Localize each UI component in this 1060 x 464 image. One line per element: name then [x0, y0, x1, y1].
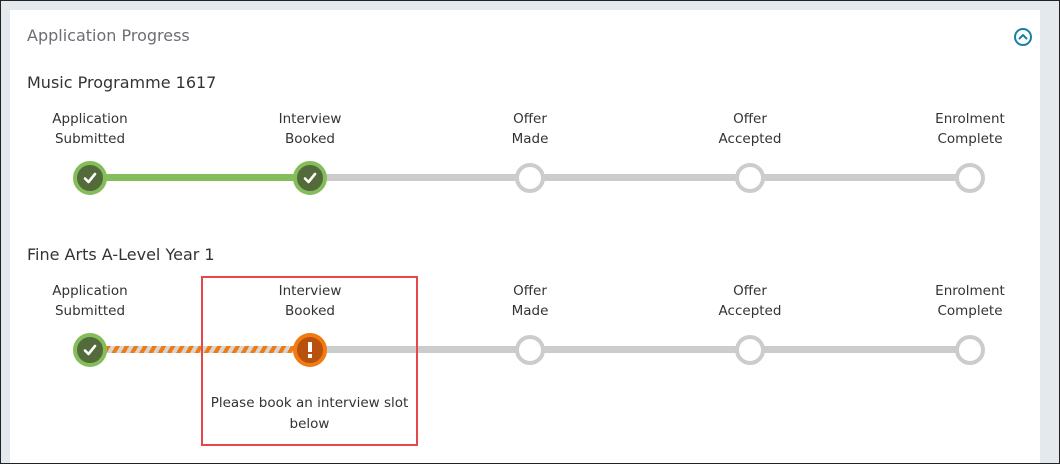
step-label: Interview Booked	[278, 283, 342, 319]
step-node-pending	[735, 163, 765, 193]
progress-line-complete	[90, 174, 310, 181]
step-label: Interview Booked	[278, 111, 342, 147]
programme-title: Fine Arts A-Level Year 1	[27, 245, 215, 264]
step-application-submitted: Application Submitted	[20, 281, 160, 321]
collapse-button[interactable]	[1013, 27, 1033, 47]
step-label: Offer Made	[511, 111, 549, 147]
step-label: Offer Accepted	[718, 111, 782, 147]
step-offer-made: Offer Made	[460, 281, 600, 321]
check-icon	[83, 172, 97, 184]
step-label: Application Submitted	[52, 111, 128, 147]
step-node-complete	[73, 333, 107, 367]
step-offer-made: Offer Made	[460, 109, 600, 149]
step-node-pending	[955, 163, 985, 193]
step-label: Offer Accepted	[718, 283, 782, 319]
panel-title: Application Progress	[27, 26, 190, 45]
programme-title: Music Programme 1617	[27, 73, 217, 92]
progress-line-pending	[310, 174, 970, 181]
step-offer-accepted: Offer Accepted	[680, 281, 820, 321]
step-node-pending	[515, 335, 545, 365]
step-application-submitted: Application Submitted	[20, 109, 160, 149]
application-progress-panel: Application Progress Music Programme 161…	[10, 10, 1040, 463]
step-node-pending	[955, 335, 985, 365]
progress-tracker: Application Submitted Interview Booked O…	[10, 245, 1040, 405]
progress-line-pending	[310, 346, 970, 353]
step-node-pending	[515, 163, 545, 193]
step-interview-booked: Interview Booked	[240, 109, 380, 149]
step-label: Application Submitted	[52, 283, 128, 319]
step-node-action-required	[293, 333, 327, 367]
step-enrolment-complete: Enrolment Complete	[900, 281, 1040, 321]
step-node-pending	[735, 335, 765, 365]
progress-tracker: Application Submitted Interview Booked O…	[10, 73, 1040, 233]
chevron-up-circle-icon	[1014, 28, 1032, 46]
step-interview-booked: Interview Booked	[240, 281, 380, 321]
step-label: Offer Made	[511, 283, 549, 319]
step-label: Enrolment Complete	[935, 111, 1005, 147]
step-action-message: Please book an interview slot below	[210, 395, 409, 432]
programme-music: Music Programme 1617 Application Submitt…	[10, 73, 1040, 233]
exclamation-icon	[308, 342, 312, 358]
step-node-complete	[293, 161, 327, 195]
progress-line-in-progress	[90, 346, 310, 353]
highlight-box	[201, 276, 418, 446]
step-enrolment-complete: Enrolment Complete	[900, 109, 1040, 149]
step-node-complete	[73, 161, 107, 195]
step-offer-accepted: Offer Accepted	[680, 109, 820, 149]
step-label: Enrolment Complete	[935, 283, 1005, 319]
check-icon	[303, 172, 317, 184]
programme-fine-arts: Fine Arts A-Level Year 1 Application Sub…	[10, 245, 1040, 405]
check-icon	[83, 344, 97, 356]
